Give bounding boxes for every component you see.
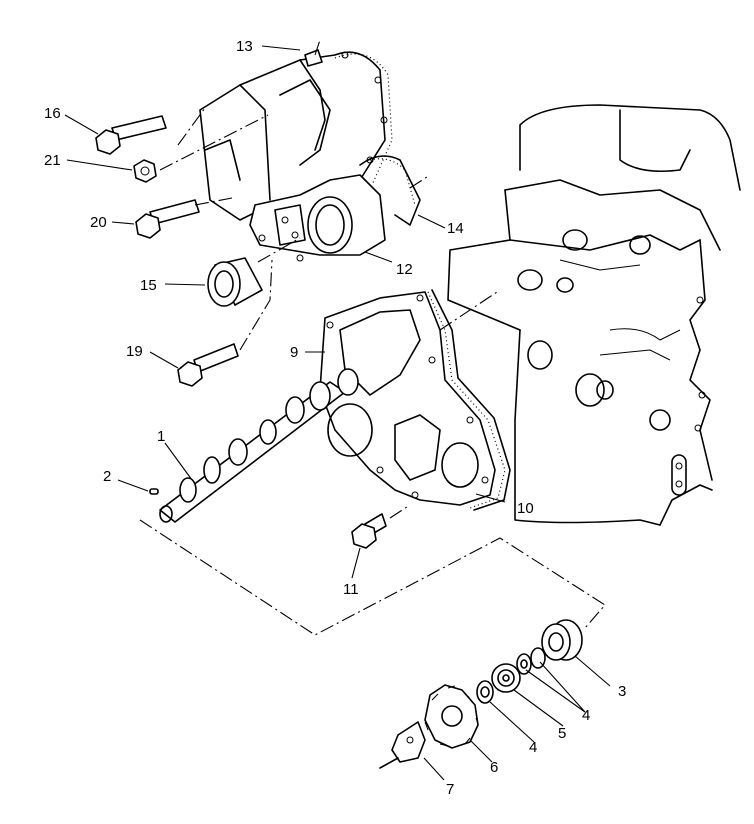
shaft-7 — [379, 721, 426, 769]
gear-6 — [424, 684, 479, 749]
gear-5 — [491, 663, 521, 693]
camshaft — [159, 368, 359, 523]
pump-housing — [249, 174, 386, 262]
callout-20: 20 — [90, 214, 107, 231]
gear-plate — [319, 291, 496, 506]
callout-2: 2 — [103, 468, 111, 485]
assembly-lines — [139, 39, 606, 636]
leader-lines — [64, 45, 611, 781]
callout-4-upper: 4 — [582, 707, 590, 724]
callout-11: 11 — [343, 581, 359, 598]
washers-4 — [476, 647, 546, 704]
bolt-16 — [95, 115, 167, 155]
bolt-19 — [177, 343, 239, 387]
bearing-3 — [541, 619, 583, 661]
callout-7: 7 — [446, 781, 454, 798]
callout-9: 9 — [290, 344, 298, 361]
callout-labels: 13 16 21 20 14 15 12 19 9 1 2 10 11 3 4 … — [44, 38, 626, 798]
callout-5: 5 — [558, 725, 566, 742]
bushing — [207, 257, 263, 307]
callout-21: 21 — [44, 152, 61, 169]
cover-gasket — [359, 155, 421, 226]
callout-13: 13 — [236, 38, 253, 55]
bolt-20 — [135, 199, 200, 239]
engine-block — [447, 104, 741, 526]
callout-6: 6 — [490, 759, 498, 776]
bolt-11 — [351, 513, 387, 549]
callout-1: 1 — [157, 428, 165, 445]
callout-12: 12 — [396, 261, 413, 278]
callout-16: 16 — [44, 105, 61, 122]
callout-3: 3 — [618, 683, 626, 700]
callout-19: 19 — [126, 343, 143, 360]
callout-10: 10 — [517, 500, 534, 517]
plate-gasket — [427, 289, 511, 511]
key-2 — [149, 488, 159, 495]
callout-14: 14 — [447, 220, 464, 237]
nut-21 — [133, 159, 157, 183]
callout-15: 15 — [140, 277, 157, 294]
callout-4-lower: 4 — [529, 739, 537, 756]
